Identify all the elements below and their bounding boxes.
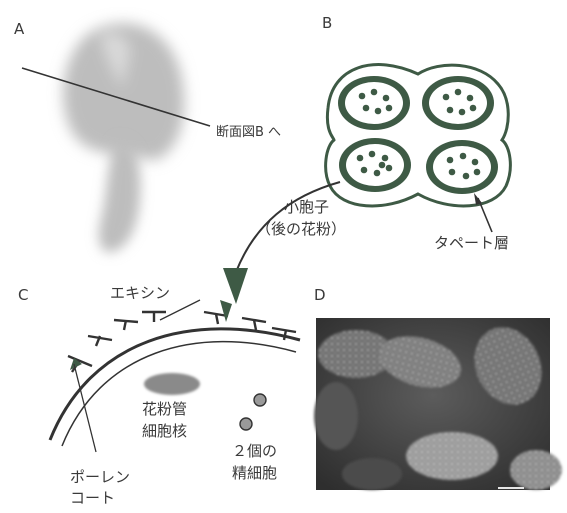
development-arrow-head — [223, 268, 248, 304]
pollen-sac-bottom-left — [339, 138, 411, 192]
exine-label: エキシン — [110, 284, 170, 302]
panel-b: B — [256, 14, 510, 252]
pollen-coat-label-line2: コート — [70, 489, 115, 507]
panel-c-letter: C — [18, 286, 28, 304]
tube-nucleus-label-line2: 細胞核 — [142, 422, 187, 440]
filament — [99, 140, 141, 252]
tube-nucleus — [144, 373, 200, 395]
pollen-coat-label-line1: ポーレン — [70, 468, 130, 486]
pollen-sac-bottom-right — [426, 140, 498, 194]
microspore-label-line1: 小胞子 — [284, 198, 329, 216]
exine-spine-accent — [220, 300, 232, 322]
exine-pointer-line — [160, 300, 200, 320]
panel-b-letter: B — [322, 14, 332, 32]
exine-spines — [68, 312, 296, 372]
tapetum-label: タペート層 — [434, 234, 509, 252]
sperm-cell-1 — [254, 394, 266, 406]
panel-c: C エキシン 花粉管 細胞核 ２個の 精細胞 ポーレン コート — [18, 284, 300, 507]
sperm-cells-label-line1: ２個の — [232, 442, 277, 460]
section-b-label: 断面図B へ — [216, 125, 281, 140]
sperm-cells-label-line2: 精細胞 — [232, 464, 277, 482]
anther-silhouette — [63, 23, 184, 160]
pollen-sem-photo — [314, 316, 562, 490]
panel-a: A 断面図B へ — [14, 20, 281, 252]
panel-a-letter: A — [14, 20, 25, 38]
pollen-sac-top-left — [338, 76, 410, 130]
tube-nucleus-label-line1: 花粉管 — [142, 400, 187, 418]
microspore-label-line2: （後の花粉） — [256, 220, 346, 238]
pollen-sac-top-right — [422, 76, 494, 130]
panel-d: D — [314, 286, 562, 490]
panel-d-letter: D — [314, 286, 326, 304]
sperm-cell-2 — [240, 418, 252, 430]
